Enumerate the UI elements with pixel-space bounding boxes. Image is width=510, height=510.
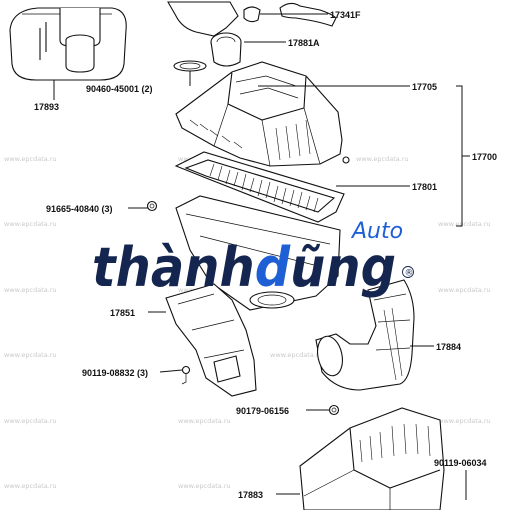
- intake-duct-part: [315, 279, 415, 391]
- label-17881A: 17881A: [288, 38, 320, 48]
- label-90119-08832: 90119-08832 (3): [82, 368, 148, 378]
- brand-main-accent: d: [255, 236, 292, 299]
- watermark: www.epcdata.ru: [178, 417, 231, 425]
- top-hose-part: [167, 1, 337, 72]
- label-17893: 17893: [34, 102, 59, 112]
- label-90119-06034: 90119-06034: [434, 458, 487, 468]
- watermark: www.epcdata.ru: [438, 417, 491, 425]
- watermark: www.epcdata.ru: [4, 155, 57, 163]
- brand-main-right: ũng: [290, 236, 396, 299]
- hardware-part: [328, 404, 340, 416]
- label-17700: 17700: [472, 152, 497, 162]
- watermark: www.epcdata.ru: [178, 482, 231, 490]
- label-17705: 17705: [412, 82, 437, 92]
- watermark: www.epcdata.ru: [438, 286, 491, 294]
- leader-lines: [53, 13, 470, 500]
- watermark: www.epcdata.ru: [4, 417, 57, 425]
- label-91665-40840: 91665-40840 (3): [46, 204, 113, 214]
- brand-sub-text: Auto: [350, 219, 403, 244]
- watermark: www.epcdata.ru: [4, 482, 57, 490]
- resonator-part: [9, 7, 127, 81]
- air-cleaner-case-part: [146, 195, 341, 311]
- bracket-part: [165, 283, 257, 397]
- watermark: www.epcdata.ru: [4, 286, 57, 294]
- label-17341F: 17341F: [330, 10, 361, 20]
- label-90460-45001: 90460-45001 (2): [86, 84, 153, 94]
- label-17884: 17884: [436, 342, 461, 352]
- label-17883: 17883: [238, 490, 263, 500]
- watermark: www.epcdata.ru: [4, 220, 57, 228]
- watermark: www.epcdata.ru: [356, 155, 409, 163]
- brand-logo: Auto thànhdũng ®: [92, 219, 414, 299]
- brand-main-left: thành: [92, 236, 255, 299]
- label-17801: 17801: [412, 182, 437, 192]
- brand-main-text: thànhdũng: [92, 236, 396, 299]
- air-filter-part: [174, 151, 345, 223]
- watermark: www.epcdata.ru: [4, 351, 57, 359]
- brand-registered-mark: ®: [405, 269, 414, 279]
- lower-case-part: [299, 407, 445, 510]
- part-labels: 17341F 17881A 17893 90460-45001 (2) 1770…: [34, 10, 497, 500]
- watermark: www.epcdata.ru: [270, 351, 323, 359]
- air-cleaner-cap-part: [175, 61, 350, 167]
- watermark: www.epcdata.ru: [438, 220, 491, 228]
- label-17851: 17851: [110, 308, 135, 318]
- label-90179-06156: 90179-06156: [236, 406, 289, 416]
